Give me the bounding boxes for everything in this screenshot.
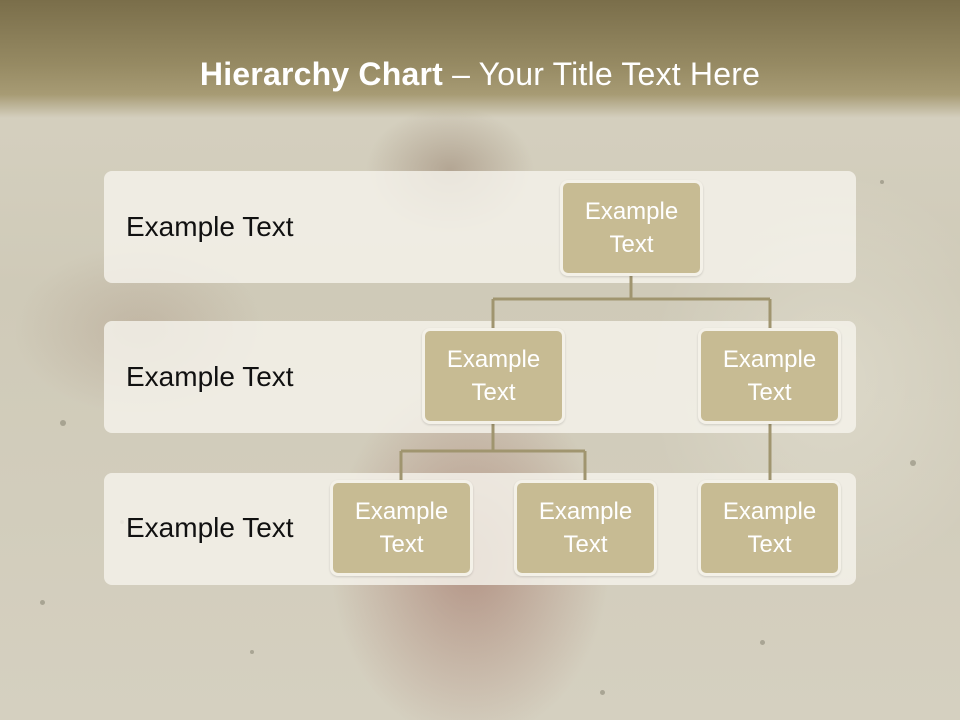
title-bar bbox=[0, 0, 960, 118]
connector-root bbox=[491, 274, 772, 330]
connector-mid-left bbox=[399, 421, 587, 482]
node-mid-right: Example Text bbox=[698, 328, 841, 424]
node-leaf-1: Example Text bbox=[330, 480, 473, 576]
level-band-1 bbox=[104, 171, 856, 283]
node-mid-left: Example Text bbox=[422, 328, 565, 424]
level-label-1: Example Text bbox=[126, 211, 294, 242]
title-rest: – Your Title Text Here bbox=[443, 56, 761, 92]
title-bold: Hierarchy Chart bbox=[199, 56, 443, 92]
level-label-3: Example Text bbox=[126, 512, 294, 543]
node-root: Example Text bbox=[560, 180, 703, 276]
level-label-2: Example Text bbox=[126, 361, 294, 392]
node-leaf-3: Example Text bbox=[698, 480, 841, 576]
node-leaf-2: Example Text bbox=[514, 480, 657, 576]
slide-title: Hierarchy Chart – Your Title Text Here bbox=[0, 56, 960, 93]
